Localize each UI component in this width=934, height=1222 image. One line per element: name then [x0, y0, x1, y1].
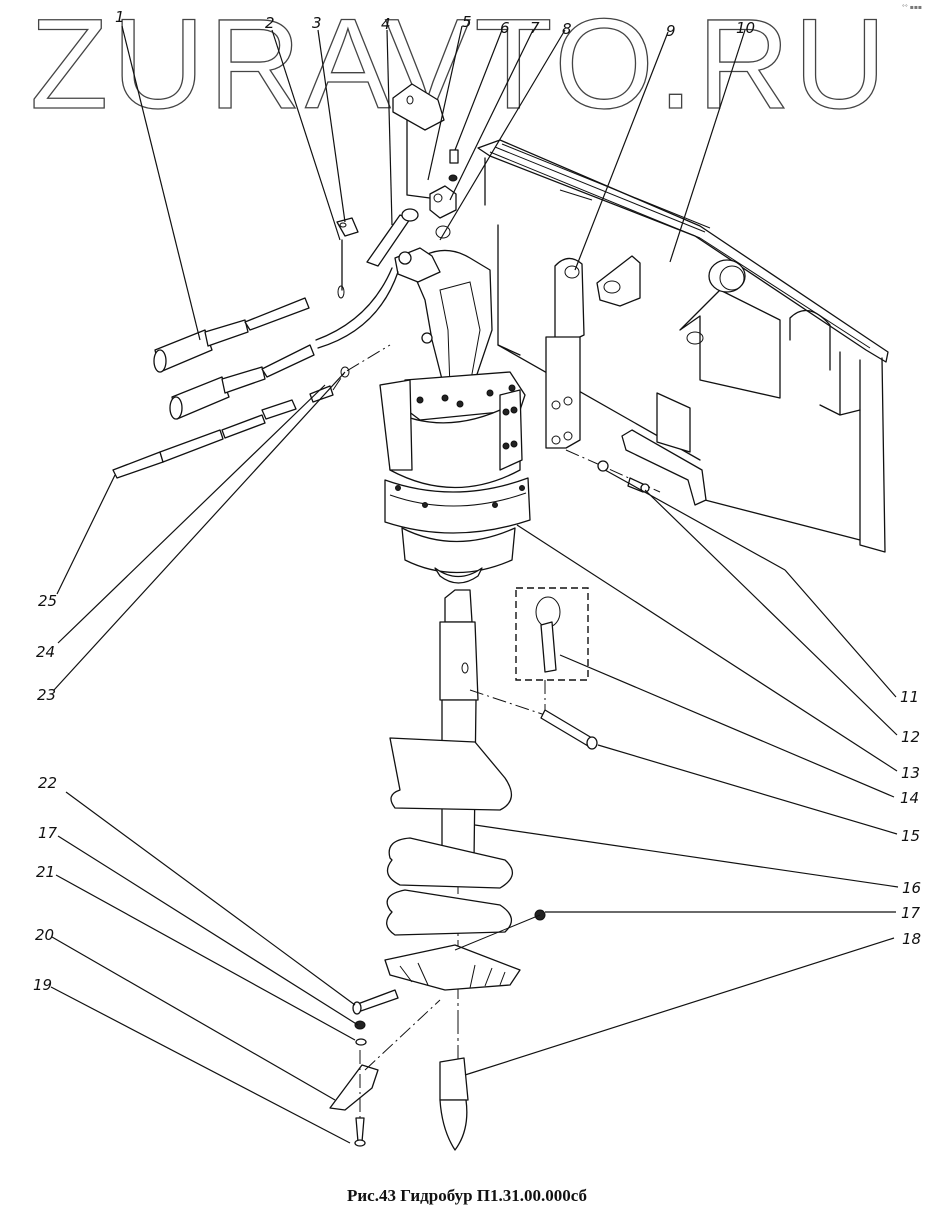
callout-23: 23: [37, 686, 56, 704]
mounting-frame: [406, 115, 889, 553]
callout-24: 24: [36, 643, 55, 661]
callout-14: 14: [900, 789, 919, 807]
callout-22: 22: [38, 774, 57, 792]
pin-detail: [469, 587, 598, 750]
callout-25: 25: [38, 592, 57, 610]
callout-8: 8: [562, 20, 572, 38]
watermark-text: ZURAVTO.RU: [30, 0, 890, 136]
callout-9: 9: [666, 22, 676, 40]
callout-12: 12: [901, 728, 920, 746]
callout-11: 11: [900, 688, 919, 706]
callout-1: 1: [115, 8, 125, 26]
auger: [384, 589, 521, 1150]
leader-lines: [50, 25, 899, 1144]
callout-5: 5: [462, 13, 472, 31]
figure-caption: Рис.43 Гидробур П1.31.00.000сб: [346, 1186, 588, 1205]
callout-13: 13: [901, 764, 920, 782]
callout-20: 20: [35, 926, 54, 944]
hoses-couplings: [112, 267, 399, 479]
callout-17-right: 17: [901, 904, 921, 922]
bolt-group-11-12: [565, 449, 661, 493]
callout-17-left: 17: [38, 824, 58, 842]
callout-3: 3: [312, 14, 322, 32]
callout-numbers: 1 2 3 4 5 6 7 8 9 10 11 12 13 14 15 16 1…: [33, 8, 921, 994]
callout-4: 4: [381, 15, 391, 33]
callout-15: 15: [901, 827, 920, 845]
callout-21: 21: [36, 863, 55, 881]
hydraulic-motor: [379, 249, 531, 584]
corner-mark: °° ▪▪▪: [901, 4, 922, 11]
callout-10: 10: [736, 19, 755, 37]
top-fittings: [336, 83, 459, 299]
callout-7: 7: [530, 19, 540, 37]
callout-19: 19: [33, 976, 52, 994]
callout-16: 16: [902, 879, 921, 897]
teeth-fasteners: [329, 909, 546, 1151]
callout-2: 2: [265, 14, 275, 32]
callout-6: 6: [500, 19, 510, 37]
callout-18: 18: [902, 930, 921, 948]
